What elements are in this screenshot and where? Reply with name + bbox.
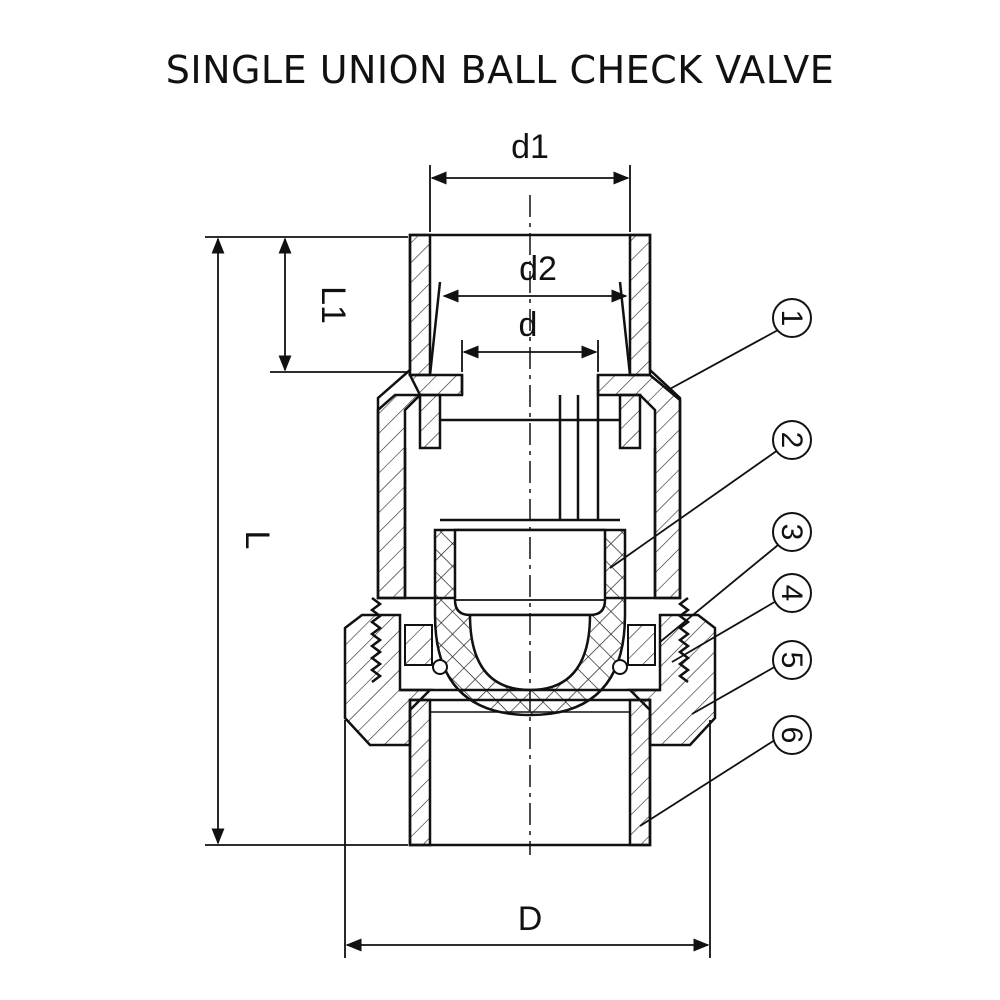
callout-3: 3 xyxy=(772,512,812,552)
dim-label-d2: d2 xyxy=(519,250,557,288)
callout-2: 2 xyxy=(772,420,812,460)
callout-6: 6 xyxy=(772,715,812,755)
callout-number: 1 xyxy=(775,310,808,327)
dim-label-d: d xyxy=(519,306,538,344)
callout-4: 4 xyxy=(772,573,812,613)
dim-label-d1: d1 xyxy=(511,128,549,166)
dim-label-D: D xyxy=(518,900,543,938)
callout-number: 2 xyxy=(775,432,808,449)
callout-number: 5 xyxy=(775,652,808,669)
callout-number: 4 xyxy=(775,585,808,602)
seat-rings xyxy=(404,624,656,675)
dimension-lines xyxy=(205,165,711,958)
end-connector xyxy=(408,698,652,847)
callout-5: 5 xyxy=(772,640,812,680)
callout-leaders xyxy=(609,329,779,827)
callout-1: 1 xyxy=(772,298,812,338)
dim-label-l1: L1 xyxy=(314,286,352,324)
callout-number: 6 xyxy=(775,727,808,744)
dim-label-l: L xyxy=(238,531,276,550)
drawing-title: SINGLE UNION BALL CHECK VALVE xyxy=(165,48,835,92)
callout-number: 3 xyxy=(775,524,808,541)
